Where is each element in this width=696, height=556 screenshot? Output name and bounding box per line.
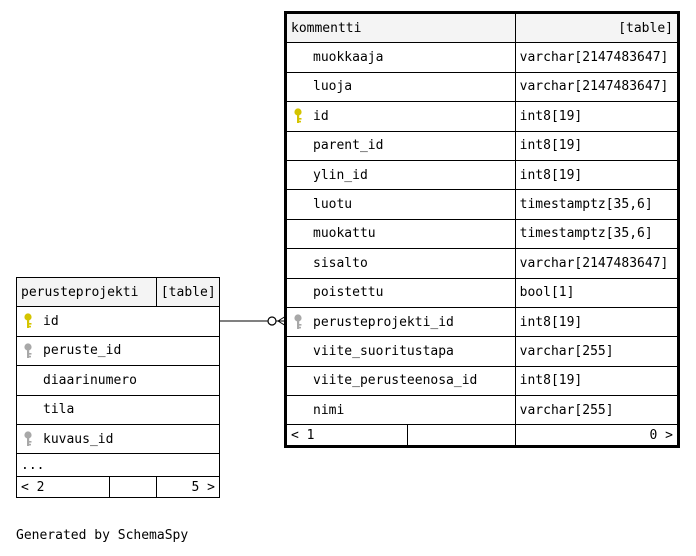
column-row[interactable]: diaarinumero: [17, 365, 219, 396]
table-footer: < 1 0 >: [287, 424, 677, 446]
column-name[interactable]: sisalto: [287, 248, 516, 279]
table-type: [table]: [514, 14, 677, 44]
column-name[interactable]: peruste_id: [17, 335, 219, 367]
column-name[interactable]: kuvaus_id: [17, 423, 219, 455]
column-type: int8[19]: [514, 130, 677, 161]
column-name[interactable]: tila: [17, 394, 219, 425]
children-count[interactable]: 5 >: [155, 476, 219, 498]
table-name[interactable]: kommentti: [287, 14, 516, 44]
parents-count[interactable]: < 1: [287, 424, 409, 446]
column-name[interactable]: muokkaaja: [287, 42, 516, 73]
table-type: [table]: [155, 278, 219, 308]
column-type: int8[19]: [514, 159, 677, 191]
parents-count[interactable]: < 2: [17, 476, 111, 498]
primary-key-icon: [24, 313, 32, 329]
column-name[interactable]: nimi: [287, 395, 516, 426]
more-columns-ellipsis: ...: [17, 453, 219, 478]
column-type: int8[19]: [514, 365, 677, 397]
column-name[interactable]: id: [17, 306, 219, 337]
footer-spacer: [109, 476, 157, 498]
column-name[interactable]: parent_id: [287, 130, 516, 161]
column-row[interactable]: kuvaus_id: [17, 423, 219, 455]
column-name[interactable]: luoja: [287, 71, 516, 103]
column-type: varchar[255]: [514, 395, 677, 426]
foreign-key-icon: [24, 343, 32, 358]
primary-key-icon: [294, 108, 302, 124]
children-count[interactable]: 0 >: [514, 424, 677, 446]
table-footer: < 2 5 >: [17, 476, 219, 498]
column-row[interactable]: id: [17, 306, 219, 337]
column-type: varchar[255]: [514, 336, 677, 367]
column-type: varchar[2147483647]: [514, 71, 677, 103]
column-name[interactable]: muokattu: [287, 218, 516, 250]
column-row[interactable]: peruste_id: [17, 335, 219, 367]
foreign-key-icon: [24, 431, 32, 446]
footer-spacer: [407, 424, 516, 446]
column-name[interactable]: viite_suoritustapa: [287, 336, 516, 367]
table-header: kommentti[table]: [287, 14, 677, 44]
column-type: timestamptz[35,6]: [514, 218, 677, 250]
column-name[interactable]: perusteprojekti_id: [287, 306, 516, 338]
column-name[interactable]: poistettu: [287, 277, 516, 308]
foreign-key-icon: [294, 314, 302, 329]
table-name[interactable]: perusteprojekti: [17, 278, 157, 308]
column-name[interactable]: ylin_id: [287, 159, 516, 191]
column-name[interactable]: viite_perusteenosa_id: [287, 365, 516, 397]
table-header: perusteprojekti[table]: [17, 278, 219, 308]
more-columns-row: ...: [17, 453, 219, 478]
column-type: int8[19]: [514, 101, 677, 132]
column-name[interactable]: luotu: [287, 189, 516, 220]
column-type: varchar[2147483647]: [514, 42, 677, 73]
column-name[interactable]: id: [287, 101, 516, 132]
column-name[interactable]: diaarinumero: [17, 365, 219, 396]
generated-by-credit: Generated by SchemaSpy: [16, 528, 189, 543]
column-type: timestamptz[35,6]: [514, 189, 677, 220]
column-row[interactable]: tila: [17, 394, 219, 425]
column-type: varchar[2147483647]: [514, 248, 677, 279]
column-type: bool[1]: [514, 277, 677, 308]
column-type: int8[19]: [514, 306, 677, 338]
